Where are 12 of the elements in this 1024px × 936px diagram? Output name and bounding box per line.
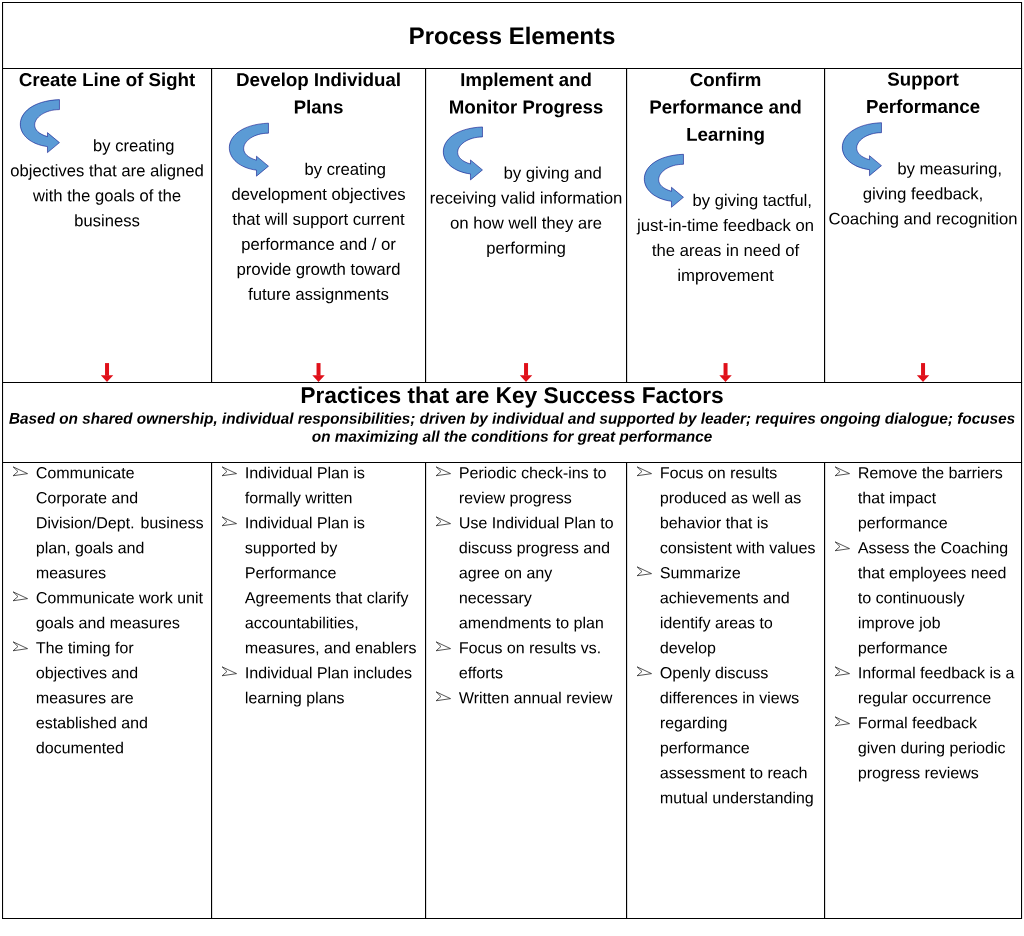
- practice-column-cell: Periodic check-ins to review progress Use Individual Plan to discuss progress and agree on any necessary amendments to plan Focus on results vs. efforts Written annual review: [425, 462, 628, 920]
- title-cell: Process Elements: [2, 2, 1023, 70]
- process-column-cell: Support Performance by measuring, giving feedback, Coaching and recognition: [824, 68, 1023, 384]
- process-column-cell: Create Line of Sight by creating objectives that are aligned with the goals of the business: [2, 68, 213, 384]
- practice-column-cell: Communicate Corporate and Division/Dept. business plan, goals and measures Communicate work unit goals and measures The timing for objectives and measures are established and documented: [2, 462, 213, 920]
- practice-column-cell: Individual Plan is formally written Individual Plan is supported by Performance Agreements that clarify accountabilities, measures, and enablers Individual Plan includes learning plans: [211, 462, 427, 920]
- process-column-cell: Confirm Performance and Learning by giving tactful, just-in-time feedback on the areas in need of improvement: [626, 68, 826, 384]
- section-band: Practices that are Key Success Factors Based on shared ownership, individual responsibilities; driven by individual and supported by leader; requires ongoing dialogue; focuses on maximizing all the conditions for great performance: [2, 382, 1023, 464]
- process-column-cell: Implement and Monitor Progress by giving and receiving valid information on how well they are performing: [425, 68, 628, 384]
- practice-column-cell: Focus on results produced as well as behavior that is consistent with values Summarize achievements and identify areas to develop Openly discuss differences in views regarding performance assessment to reach mutual understanding: [626, 462, 826, 920]
- process-column-cell: Develop Individual Plans by creating development objectives that will support current performance and / or provide growth toward future assignments: [211, 68, 427, 384]
- practice-column-cell: Remove the barriers that impact performance Assess the Coaching that employees need to continuously improve job performance Informal feedback is a regular occurrence Formal feedback given during periodic progress reviews: [824, 462, 1023, 920]
